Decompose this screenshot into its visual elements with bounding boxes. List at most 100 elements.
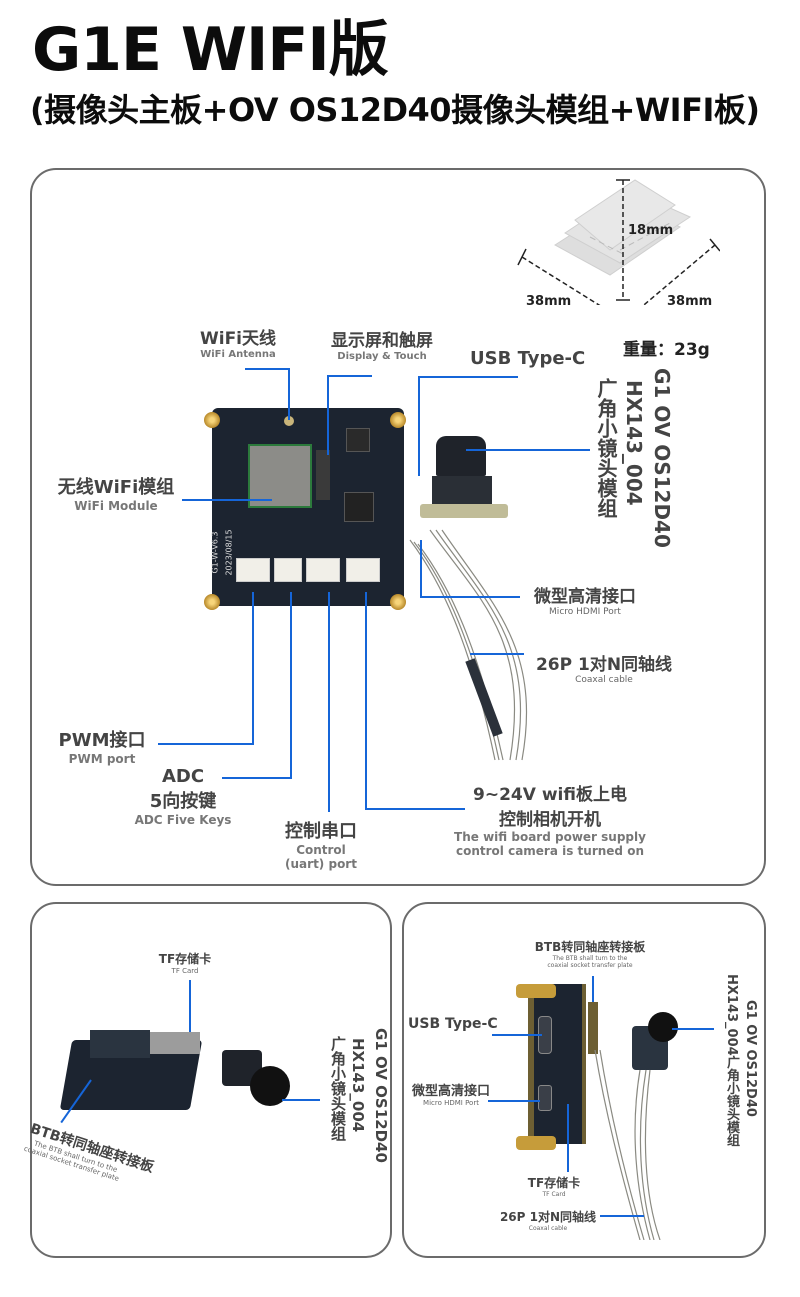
leader-adc [222, 777, 292, 779]
weight-key: 重量： [623, 340, 674, 360]
bl-leader-tf [189, 980, 191, 1048]
dimension-diagram [517, 179, 720, 305]
uart-connector [306, 558, 340, 582]
label-en: The BTB shall turn to the [552, 955, 628, 962]
label-en: Display & Touch [337, 351, 427, 362]
br-leader-hdmi [488, 1100, 540, 1102]
main-pcb-board: G1-W-V6.3 2023/08/15 [210, 408, 404, 606]
label-en: Micro HDMI Port [423, 1099, 479, 1107]
leader-power [365, 808, 465, 810]
br-side-board [528, 984, 586, 1144]
leader-micro-hdmi [420, 540, 422, 598]
br-btb-board [588, 1002, 598, 1054]
power-connector [346, 558, 380, 582]
label-en: PWM port [68, 752, 136, 766]
length-dim-line [521, 256, 601, 305]
br-antenna-connector [516, 984, 556, 998]
label-cn: ADC [161, 766, 205, 787]
bl-tf-slot [150, 1032, 200, 1054]
leader-power [365, 592, 367, 810]
label-cn: 微型高清接口 [411, 1084, 490, 1099]
label-en: Micro HDMI Port [549, 607, 621, 617]
label-usb-type-c: USB Type-C [470, 348, 586, 369]
label-en: Coaxal cable [528, 1225, 568, 1232]
leader-wifi-antenna [245, 368, 290, 370]
label-en: coaxial socket transfer plate [547, 962, 633, 969]
label-power: 9~24V wifi板上电 控制相机开机 The wifi board powe… [440, 780, 660, 858]
camera-model-line2: HX143_004 [622, 380, 646, 506]
label-cn: 控制相机开机 [499, 810, 601, 830]
br-leader-usb [492, 1034, 542, 1036]
dim-width-label: 38mm [667, 294, 713, 309]
leader-display [327, 375, 329, 455]
label-cn: 26P 1对N同轴线 [499, 1210, 597, 1224]
label-adc: ADC 5向按键 ADC Five Keys [128, 766, 238, 827]
label-cn: 微型高清接口 [534, 587, 636, 607]
br-leader-coax [600, 1215, 644, 1217]
br-leader-camera [672, 1028, 714, 1030]
leader-wifi-module [182, 499, 272, 501]
dim-height-label: 18mm [628, 223, 674, 238]
label-en: TF Card [542, 1191, 566, 1198]
adc-connector [274, 558, 302, 582]
label-en: control camera is turned on [455, 844, 644, 858]
leader-wifi-antenna [288, 368, 290, 420]
label-cn: 控制串口 [285, 821, 357, 842]
leader-usb [418, 376, 518, 378]
br-label-usb-type-c: USB Type-C [408, 1016, 498, 1032]
bl-leader-camera [282, 1099, 320, 1101]
camera-pcb [420, 504, 508, 518]
label-cn: BTB转同轴座转接板 [534, 940, 646, 954]
label-cn: 9~24V wifi板上电 [473, 785, 627, 805]
label-en: Coaxal cable [575, 675, 633, 685]
coaxial-cable [409, 529, 528, 761]
mount-screw [204, 594, 220, 610]
bl-camera-model-3: 广角小镜头模组 [329, 1036, 347, 1141]
bl-camera-model-1: G1 OV OS12D40 [372, 1028, 390, 1163]
camera-model-line3: 广角小镜头模组 [594, 378, 618, 518]
br-camera-model-1: G1 OV OS12D40 [743, 1000, 758, 1117]
pwm-connector [236, 558, 270, 582]
leader-camera [466, 449, 590, 451]
br-leader-btb [592, 976, 594, 1002]
label-pwm: PWM接口 PWM port [50, 726, 154, 766]
label-en: (uart) port [285, 857, 357, 871]
bl-label-tf-card: TF存储卡 TF Card [140, 950, 230, 975]
leader-micro-hdmi [420, 596, 520, 598]
label-en: The wifi board power supply [454, 830, 646, 844]
label-en: WiFi Module [74, 499, 158, 513]
processor-chip [344, 492, 374, 522]
label-cn: TF存储卡 [527, 1176, 581, 1190]
br-camera-lens [648, 1012, 678, 1042]
bl-wifi-board [90, 1030, 150, 1058]
label-en: Control [296, 843, 346, 857]
leader-usb [418, 376, 420, 476]
label-cn: WiFi天线 [199, 329, 277, 349]
wifi-module-chip [248, 444, 312, 508]
mount-screw [390, 412, 406, 428]
inductor [346, 428, 370, 452]
leader-adc [290, 592, 292, 779]
br-camera-model-2: HX143_004广角小镜头模组 [724, 974, 739, 1147]
camera-lens-module [436, 436, 486, 476]
board-date-text: 2023/08/15 [224, 529, 234, 576]
label-wifi-module: 无线WiFi模组 WiFi Module [44, 473, 188, 513]
label-cn: PWM接口 [58, 730, 146, 751]
board-version-text: G1-W-V6.3 [210, 531, 220, 574]
label-cn: 无线WiFi模组 [57, 477, 175, 498]
label-cn: 显示屏和触屏 [331, 331, 433, 351]
label-cn: 5向按键 [149, 791, 217, 812]
label-wifi-antenna: WiFi天线 WiFi Antenna [180, 324, 296, 360]
weight-value: 23g [674, 340, 710, 360]
camera-lens-base [432, 476, 492, 504]
page-title: G1E WIFI版 [32, 15, 389, 85]
label-micro-hdmi: 微型高清接口 Micro HDMI Port [526, 582, 644, 617]
br-label-tf-card: TF存储卡 TF Card [524, 1174, 584, 1198]
br-coaxial-cable [594, 1050, 661, 1240]
br-label-coax: 26P 1对N同轴线 Coaxal cable [496, 1208, 600, 1232]
br-antenna-connector [516, 1136, 556, 1150]
weight-label: 重量：23g [623, 335, 710, 360]
display-connector [316, 450, 330, 500]
label-uart: 控制串口 Control (uart) port [266, 817, 376, 871]
label-en: WiFi Antenna [200, 349, 276, 360]
